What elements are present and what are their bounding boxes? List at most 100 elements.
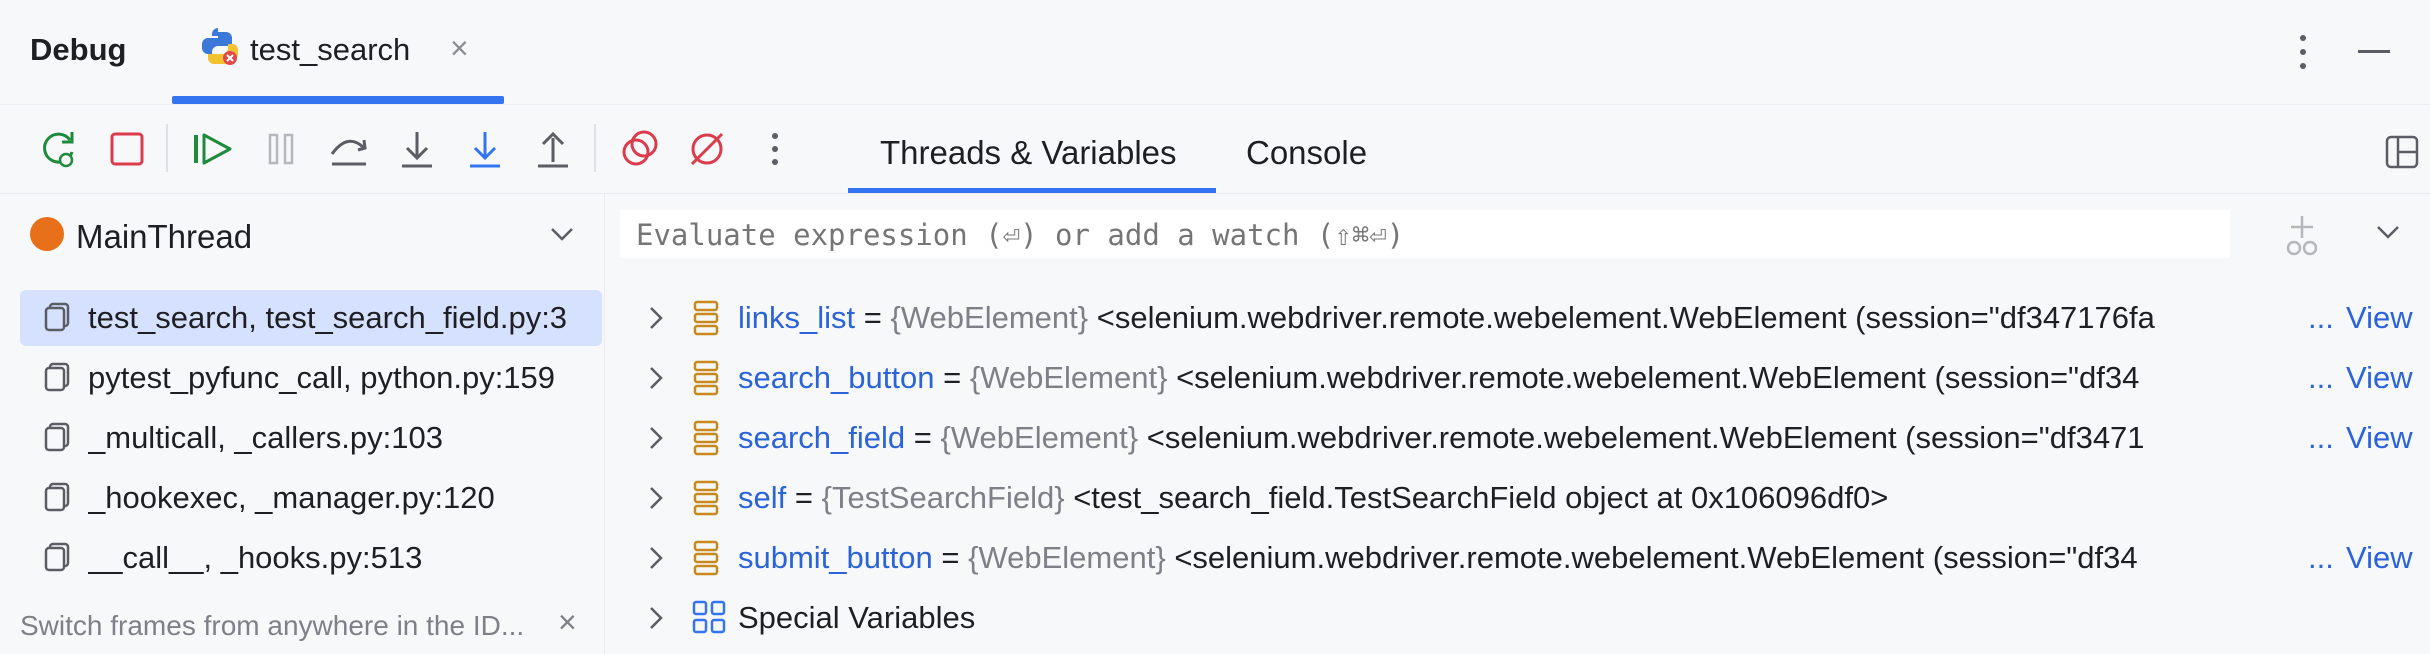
resume-icon[interactable] — [190, 126, 236, 172]
tab-threads-variables[interactable]: Threads & Variables — [848, 104, 1216, 194]
variable-type: {WebElement} — [969, 360, 1168, 395]
frame-label: _multicall, _callers.py:103 — [88, 420, 443, 455]
variable-equals: = — [905, 420, 941, 455]
chevron-right-icon[interactable] — [646, 604, 666, 637]
frame-item[interactable]: _hookexec, _manager.py:120 — [20, 470, 602, 526]
frame-item[interactable]: _multicall, _callers.py:103 — [20, 410, 602, 466]
thread-status-icon — [30, 217, 64, 251]
frame-label: pytest_pyfunc_call, python.py:159 — [88, 360, 556, 395]
variable-row-search-button[interactable]: search_button = {WebElement} <selenium.w… — [620, 350, 2430, 406]
stop-icon[interactable] — [104, 126, 150, 172]
frame-icon — [44, 362, 70, 392]
variable-equals: = — [932, 540, 969, 575]
variable-row-special-variables[interactable]: Special Variables — [620, 590, 2430, 646]
variable-type: {WebElement} — [940, 420, 1139, 455]
variable-value: <selenium.webdriver.remote.webelement.We… — [1167, 360, 2140, 395]
tab-label: test_search — [250, 32, 411, 67]
tab-label: Threads & Variables — [880, 134, 1177, 171]
variable-value: <selenium.webdriver.remote.webelement.We… — [1088, 300, 2155, 335]
step-over-icon[interactable] — [326, 126, 372, 172]
variable-type: {WebElement} — [968, 540, 1166, 575]
variable-name: search_field — [738, 420, 906, 455]
view-link[interactable]: View — [2346, 540, 2413, 575]
variable-value: <test_search_field.TestSearchField objec… — [1064, 480, 1889, 515]
chevron-right-icon[interactable] — [646, 484, 666, 517]
variable-type: {TestSearchField} — [821, 480, 1065, 515]
view-link[interactable]: View — [2346, 360, 2413, 395]
value-ellipsis: ... — [2308, 420, 2334, 455]
view-link[interactable]: View — [2346, 420, 2413, 455]
variable-text: self = {TestSearchField} <test_search_fi… — [738, 480, 2158, 516]
variable-name: links_list — [738, 300, 856, 335]
variable-name: submit_button — [738, 540, 933, 575]
mute-breakpoints-icon[interactable] — [684, 126, 730, 172]
rerun-icon[interactable] — [36, 126, 82, 172]
variable-text: links_list = {WebElement} <selenium.webd… — [738, 300, 2158, 336]
active-tab-indicator — [172, 96, 504, 104]
toolbar-separator — [594, 124, 596, 172]
field-icon — [692, 360, 720, 401]
chevron-right-icon[interactable] — [646, 304, 666, 337]
toolbar-separator — [166, 124, 168, 172]
add-watch-icon[interactable] — [2282, 214, 2322, 263]
chevron-right-icon[interactable] — [646, 364, 666, 397]
variable-text: submit_button = {WebElement} <selenium.w… — [738, 540, 2158, 576]
variable-row-submit-button[interactable]: submit_button = {WebElement} <selenium.w… — [620, 530, 2430, 586]
variable-text: search_button = {WebElement} <selenium.w… — [738, 360, 2158, 396]
close-hint-icon[interactable]: × — [558, 604, 577, 640]
field-icon — [692, 420, 720, 461]
switch-frames-hint: Switch frames from anywhere in the ID... — [20, 610, 525, 641]
close-tab-icon[interactable]: × — [450, 30, 469, 66]
python-icon — [200, 28, 240, 73]
variable-name: self — [738, 480, 787, 515]
variable-row-search-field[interactable]: search_field = {WebElement} <selenium.we… — [620, 410, 2430, 466]
view-breakpoints-icon[interactable] — [616, 126, 662, 172]
value-ellipsis: ... — [2308, 300, 2334, 335]
chevron-down-icon[interactable] — [2374, 222, 2402, 247]
variable-value: <selenium.webdriver.remote.webelement.We… — [1165, 540, 2138, 575]
step-out-icon[interactable] — [530, 126, 576, 172]
value-ellipsis: ... — [2308, 360, 2334, 395]
panel-divider[interactable] — [604, 193, 605, 654]
tab-test-search[interactable]: test_search × — [172, 0, 504, 104]
thread-selector[interactable]: MainThread — [76, 218, 253, 255]
special-variables-label: Special Variables — [738, 600, 976, 635]
more-options-icon[interactable] — [2288, 30, 2318, 79]
special-variables-icon — [692, 600, 726, 639]
frame-icon — [44, 482, 70, 512]
variable-row-links-list[interactable]: links_list = {WebElement} <selenium.webd… — [620, 290, 2430, 346]
layout-settings-icon[interactable] — [2384, 134, 2420, 175]
chevron-right-icon[interactable] — [646, 544, 666, 577]
frame-item[interactable]: test_search, test_search_field.py:3 — [20, 290, 602, 346]
variable-name: search_button — [738, 360, 935, 395]
step-into-icon[interactable] — [394, 126, 440, 172]
divider — [0, 104, 2430, 105]
variable-type: {WebElement} — [890, 300, 1089, 335]
frame-item[interactable]: pytest_pyfunc_call, python.py:159 — [20, 350, 602, 406]
chevron-right-icon[interactable] — [646, 424, 666, 457]
field-icon — [692, 540, 720, 581]
more-actions-icon[interactable] — [752, 126, 798, 172]
tab-console[interactable]: Console — [1246, 134, 1368, 171]
variable-equals: = — [786, 480, 822, 515]
variable-equals: = — [855, 300, 891, 335]
chevron-down-icon[interactable] — [548, 224, 576, 249]
variable-row-self[interactable]: self = {TestSearchField} <test_search_fi… — [620, 470, 2430, 526]
frame-icon — [44, 302, 70, 332]
field-icon — [692, 300, 720, 341]
step-into-my-code-icon[interactable] — [462, 126, 508, 172]
frame-label: __call__, _hooks.py:513 — [88, 540, 423, 575]
debug-tool-window-header — [0, 0, 2430, 104]
divider — [0, 193, 2430, 194]
variable-equals: = — [934, 360, 970, 395]
minimize-icon[interactable] — [2358, 50, 2390, 53]
frame-item[interactable]: __call__, _hooks.py:513 — [20, 530, 602, 586]
view-link[interactable]: View — [2346, 300, 2413, 335]
tool-window-title: Debug — [30, 32, 127, 67]
evaluate-expression-field[interactable] — [620, 210, 2230, 258]
variable-text: search_field = {WebElement} <selenium.we… — [738, 420, 2158, 456]
frame-label: test_search, test_search_field.py:3 — [88, 300, 568, 335]
pause-icon[interactable] — [258, 126, 304, 172]
evaluate-expression-input[interactable] — [634, 214, 2218, 256]
frame-icon — [44, 542, 70, 572]
